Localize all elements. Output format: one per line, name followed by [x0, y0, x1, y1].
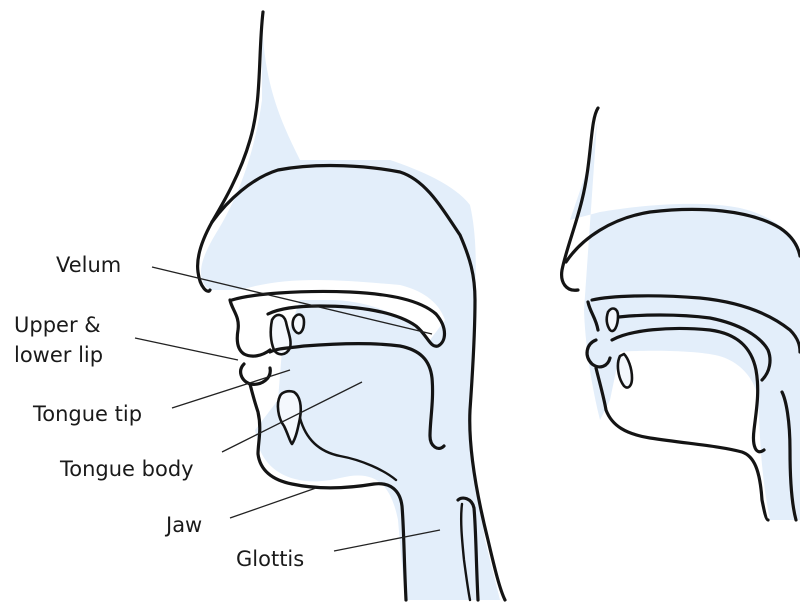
leader-jaw	[230, 488, 316, 518]
right-head	[562, 108, 800, 520]
label-glottis: Glottis	[236, 545, 304, 573]
left-head	[198, 10, 505, 600]
label-velum: Velum	[56, 251, 121, 279]
leader-tongue-tip	[172, 370, 290, 408]
right-upper-teeth	[607, 309, 618, 332]
left-upper-molar	[293, 315, 304, 334]
label-tongue-tip: Tongue tip	[33, 400, 142, 428]
leader-lips	[135, 338, 238, 360]
right-lower-teeth	[618, 354, 632, 388]
label-lips-line1: Upper &	[14, 311, 101, 339]
left-upper-lip	[230, 300, 270, 356]
left-airway-shading	[201, 10, 500, 600]
label-tongue-body: Tongue body	[60, 455, 194, 483]
right-jaw-outline	[596, 368, 768, 520]
label-lips-line2: lower lip	[14, 341, 103, 369]
label-jaw: Jaw	[166, 511, 202, 539]
